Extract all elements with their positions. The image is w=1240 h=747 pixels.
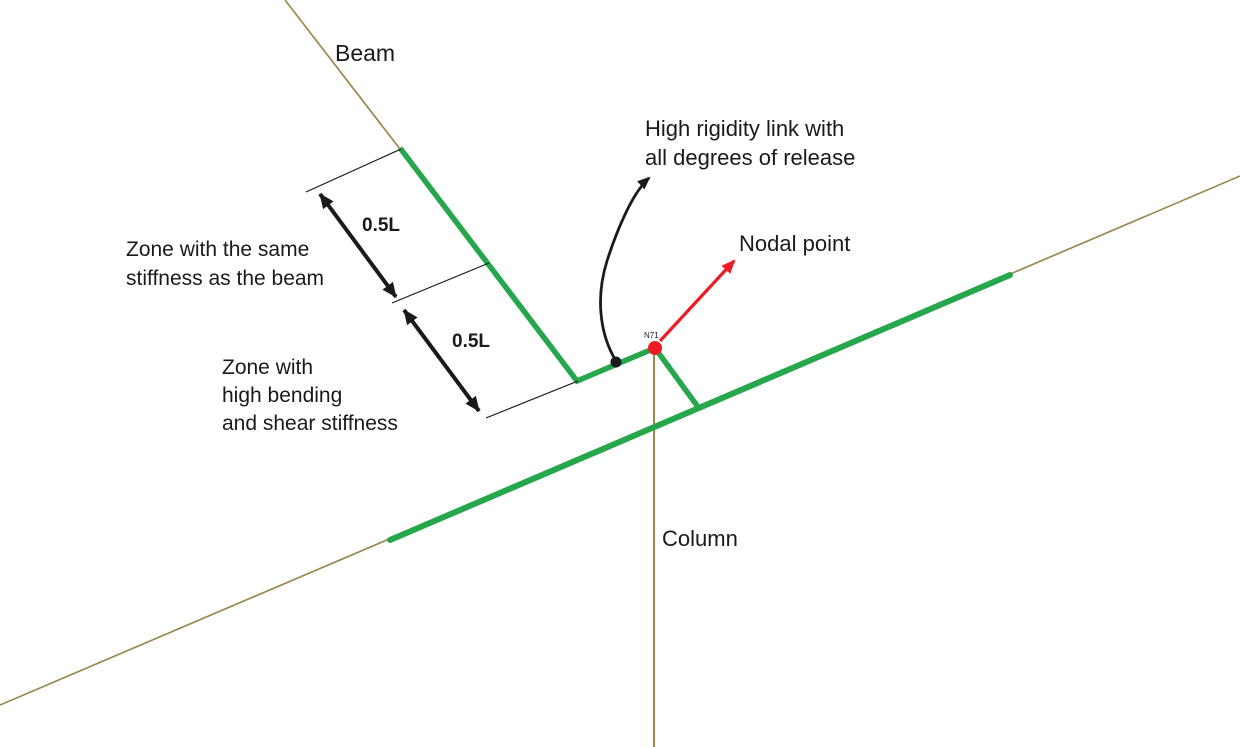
dimension-arrow-lower	[402, 308, 481, 413]
dimension-arrow-upper	[318, 192, 398, 299]
zone-high-stiffness-label-line3: and shear stiffness	[222, 412, 398, 435]
beam-label: Beam	[335, 40, 395, 66]
nodal-point-label: Nodal point	[739, 231, 850, 256]
high-rigidity-link-label-line2: all degrees of release	[645, 145, 855, 170]
zone-high-stiffness-label-line1: Zone with	[222, 356, 313, 379]
beam-axis-line	[284, 0, 401, 150]
zone-same-stiffness-label-line1: Zone with the same	[126, 238, 309, 261]
nodal-point-dot	[648, 341, 662, 355]
nodal-point-arrow	[658, 259, 736, 343]
zone-high-stiffness-label-line2: high bending	[222, 384, 342, 407]
link-leader-arrow	[599, 176, 651, 362]
extension-line-bottom	[485, 380, 579, 419]
column-label: Column	[662, 526, 738, 551]
link-end-dot	[610, 356, 622, 368]
extension-line-top	[305, 148, 402, 193]
high-rigidity-link-label-line1: High rigidity link with	[645, 116, 844, 141]
node-id-label: N71	[644, 331, 659, 340]
stiff-zone-diagonal-member	[387, 272, 1013, 543]
dimension-label-lower: 0.5L	[452, 331, 490, 352]
dimension-label-upper: 0.5L	[362, 215, 400, 236]
extension-line-middle	[391, 262, 490, 304]
zone-same-stiffness-label-line2: stiffness as the beam	[126, 267, 324, 290]
